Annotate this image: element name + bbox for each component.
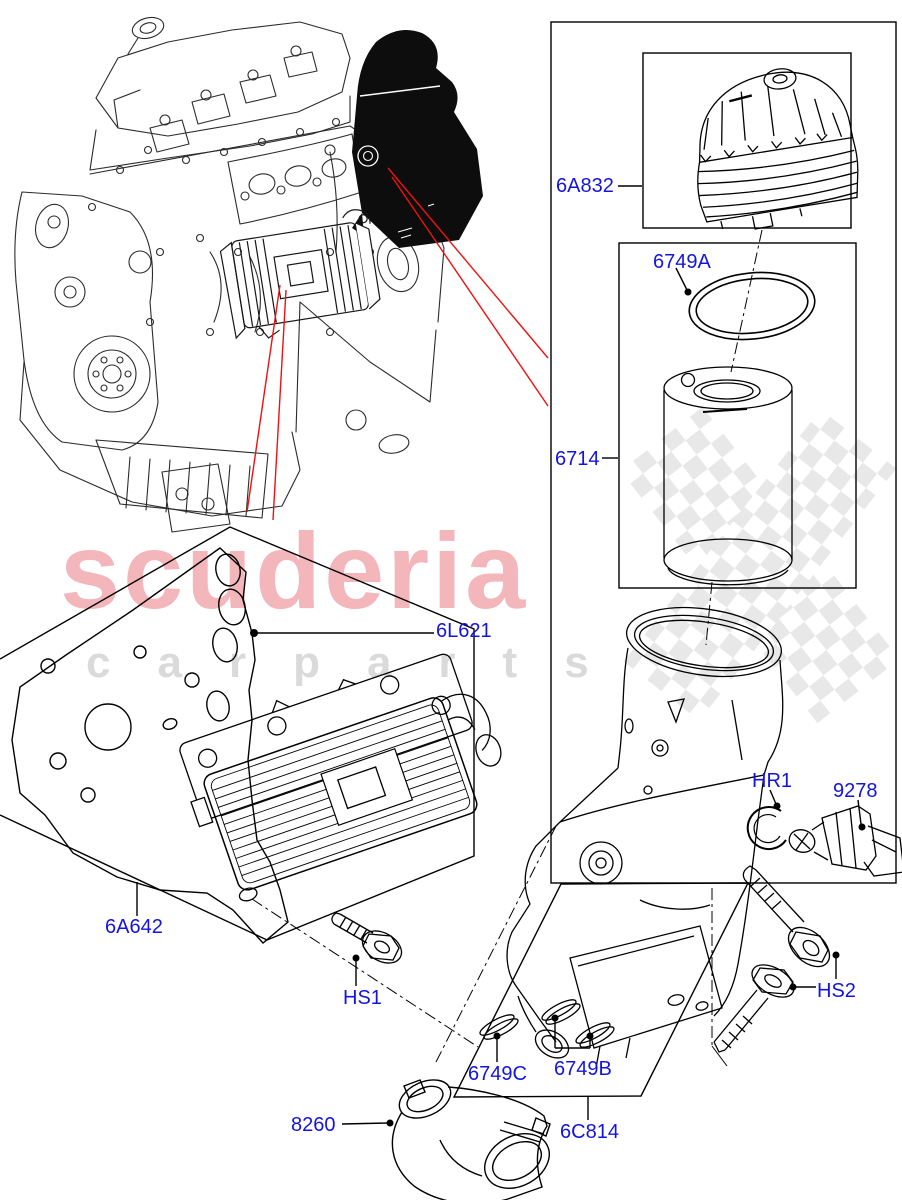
filter-element-box <box>618 242 857 589</box>
oil-filter-drawing <box>663 366 793 586</box>
engine-oil-cooler-highlight <box>219 209 381 340</box>
part-label-6a642: 6A642 <box>105 916 163 938</box>
oil-cooler-drawing <box>179 653 502 902</box>
part-label-9278: 9278 <box>833 780 878 802</box>
label-leader-lines <box>136 185 866 1127</box>
gasket-drawing <box>11 547 289 944</box>
red-leader-cooler-2 <box>272 289 287 521</box>
housing-lower-box <box>452 882 750 1098</box>
filter-housing-drawing <box>506 606 784 1069</box>
part-label-6749a: 6749A <box>653 251 711 273</box>
part-label-6c814: 6C814 <box>560 1121 619 1143</box>
filter-cap-drawing <box>697 68 859 230</box>
bolt-hs2-upper-drawing <box>742 865 831 968</box>
part-label-6749c: 6749C <box>468 1063 527 1085</box>
bolt-hs2-lower-drawing <box>713 964 795 1053</box>
part-label-8260: 8260 <box>291 1114 336 1136</box>
red-leader-housing-2 <box>391 176 549 407</box>
part-label-hs1: HS1 <box>343 987 382 1009</box>
part-label-6a832: 6A832 <box>556 175 614 197</box>
part-label-hr1: HR1 <box>752 770 793 792</box>
part-label-6714: 6714 <box>555 448 600 470</box>
watermark-flags <box>620 406 900 724</box>
part-label-6749b: 6749B <box>554 1058 612 1080</box>
snap-ring-drawing <box>746 806 787 850</box>
engine-sketch <box>14 16 445 533</box>
axis-lines <box>251 229 763 1063</box>
o-ring-drawing <box>688 271 816 341</box>
seal-6749c-drawing <box>479 1014 519 1040</box>
oil-pressure-sensor-drawing <box>788 805 902 877</box>
seal-6749b-drawing <box>541 999 615 1048</box>
watermark-brand-text: scuderia <box>60 510 529 631</box>
oil-cooler-box <box>0 526 475 941</box>
red-leader-lines <box>246 167 549 521</box>
axis-elbow <box>711 1045 728 1067</box>
filter-cap-box <box>642 52 852 229</box>
part-label-6l621: 6L621 <box>436 620 492 642</box>
red-leader-housing-1 <box>387 167 549 359</box>
hose-drawing <box>391 1079 551 1200</box>
bolt-hs1-drawing <box>331 912 403 964</box>
red-leader-cooler-1 <box>246 284 281 513</box>
part-label-hs2: HS2 <box>817 980 856 1002</box>
boundary-boxes <box>0 21 897 1098</box>
watermark-subtext: carparts <box>86 638 636 687</box>
